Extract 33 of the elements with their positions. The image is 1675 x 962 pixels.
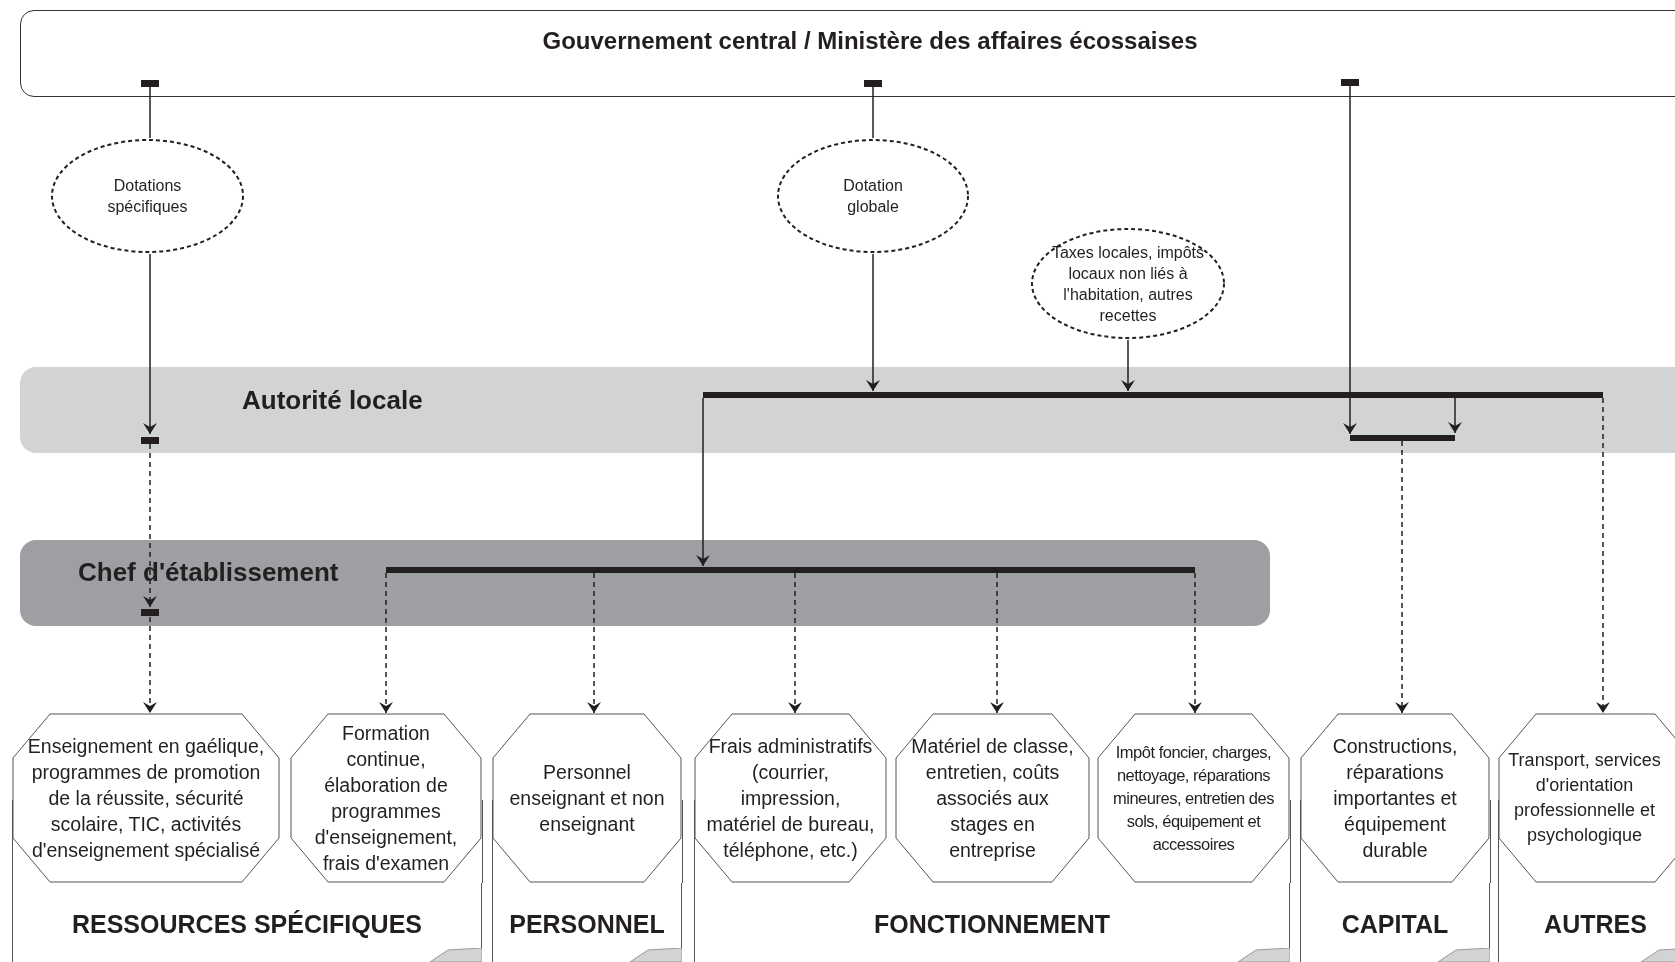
local-authority-band: Autorité locale <box>20 367 1675 453</box>
flow-arrow <box>696 397 710 567</box>
funding-ellipse: Dotation globale <box>776 138 970 254</box>
category-panel: AUTRES <box>1498 883 1675 962</box>
expense-octagon: Constructions, réparations importantes et équipement durable <box>1300 713 1490 883</box>
category-panel: CAPITAL <box>1300 883 1490 962</box>
flow-arrow <box>990 572 1004 714</box>
expense-octagon: Enseignement en gaélique, programmes de promotion de la réussite, sécurité scolaire, TIC, activités d'enseignement spécialisé <box>12 713 280 883</box>
school-head-band: Chef d'établissement <box>20 540 1270 626</box>
expense-octagon: Frais administratifs (courrier, impression, matériel de bureau, téléphone, etc.) <box>694 713 887 883</box>
flow-arrow <box>1343 85 1357 435</box>
flow-arrow <box>143 443 157 608</box>
expense-octagon: Matériel de classe, entretien, coûts associés aux stages en entreprise <box>895 713 1090 883</box>
expense-octagon: Personnel enseignant et non enseignant <box>492 713 682 883</box>
funding-ellipse: Dotations spécifiques <box>50 138 245 254</box>
flow-arrow <box>788 572 802 714</box>
flow-arrow <box>143 616 157 714</box>
funding-ellipse: Taxes locales, impôts locaux non liés à l'habitation, autres recettes <box>1030 227 1226 340</box>
flow-arrow <box>866 253 880 392</box>
flow-arrow <box>587 572 601 714</box>
government-box: Gouvernement central / Ministère des affaires écossaises <box>20 10 1675 97</box>
flow-arrow <box>1395 440 1409 714</box>
expense-octagon: Transport, services d'orientation professionnelle et psychologique <box>1498 713 1675 883</box>
flow-arrow <box>1188 572 1202 714</box>
flow-arrow <box>1596 397 1610 714</box>
flow-arrow <box>379 572 393 714</box>
flow-arrow <box>1121 339 1135 392</box>
expense-octagon: Impôt foncier, charges, nettoyage, réparations mineures, entretien des sols, équipement et accessoires <box>1097 713 1290 883</box>
category-panel: PERSONNEL <box>492 883 682 962</box>
flow-arrow <box>143 253 157 435</box>
expense-octagon: Formation continue, élaboration de programmes d'enseignement, frais d'examen <box>290 713 482 883</box>
category-panel: RESSOURCES SPÉCIFIQUES <box>12 883 482 962</box>
category-panel: FONCTIONNEMENT <box>694 883 1290 962</box>
